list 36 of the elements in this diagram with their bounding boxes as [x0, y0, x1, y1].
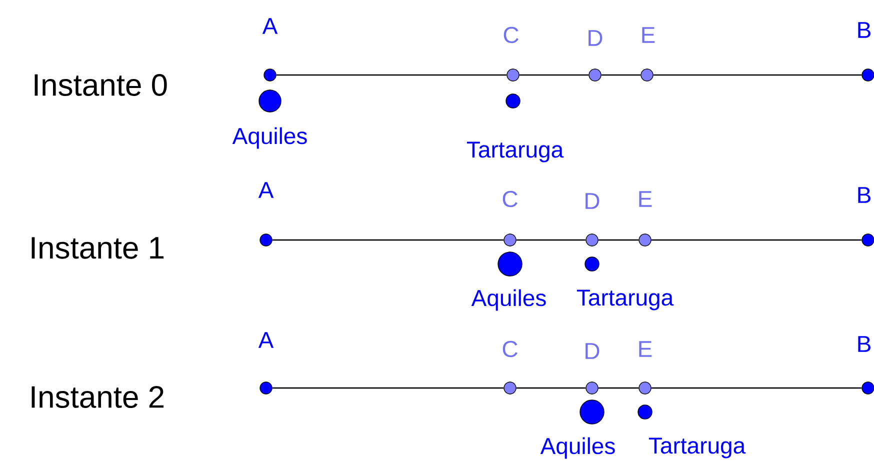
point-label: A — [258, 332, 274, 348]
runner-label: Tartaruga — [466, 142, 564, 162]
line-segment — [651, 387, 862, 389]
line-segment — [519, 74, 589, 76]
line-segment — [653, 74, 862, 76]
time-label: Instante 2 — [32, 386, 164, 408]
point-label: D — [586, 193, 600, 209]
line-segment — [272, 387, 504, 389]
point-label: D — [586, 343, 600, 359]
point-label: C — [502, 340, 518, 358]
point-label: A — [258, 182, 274, 198]
point-label: C — [502, 190, 518, 208]
line-segment — [516, 239, 586, 241]
point-label: E — [639, 191, 652, 207]
point-label: E — [639, 341, 652, 357]
line-segment — [516, 387, 586, 389]
line-segment — [601, 74, 641, 76]
point-label: B — [858, 22, 870, 38]
line-segment — [598, 239, 639, 241]
runner-label: Aquiles — [540, 437, 615, 459]
time-label: Instante 0 — [34, 74, 167, 96]
point-label: B — [858, 336, 870, 352]
time-label: Instante 1 — [32, 237, 164, 259]
runner-label: Tartaruga — [576, 290, 674, 310]
line-segment — [598, 387, 639, 389]
point-label: D — [588, 30, 602, 46]
line-segment — [651, 239, 862, 241]
runner-label: Aquiles — [232, 127, 307, 149]
runner-label: Tartaruga — [648, 438, 746, 458]
runner-label: Aquiles — [471, 289, 546, 311]
point-label: B — [858, 187, 870, 203]
line-segment — [272, 239, 504, 241]
line-segment — [276, 74, 507, 76]
point-label: E — [642, 27, 655, 43]
point-label: C — [504, 26, 518, 44]
point-label: A — [262, 18, 278, 34]
